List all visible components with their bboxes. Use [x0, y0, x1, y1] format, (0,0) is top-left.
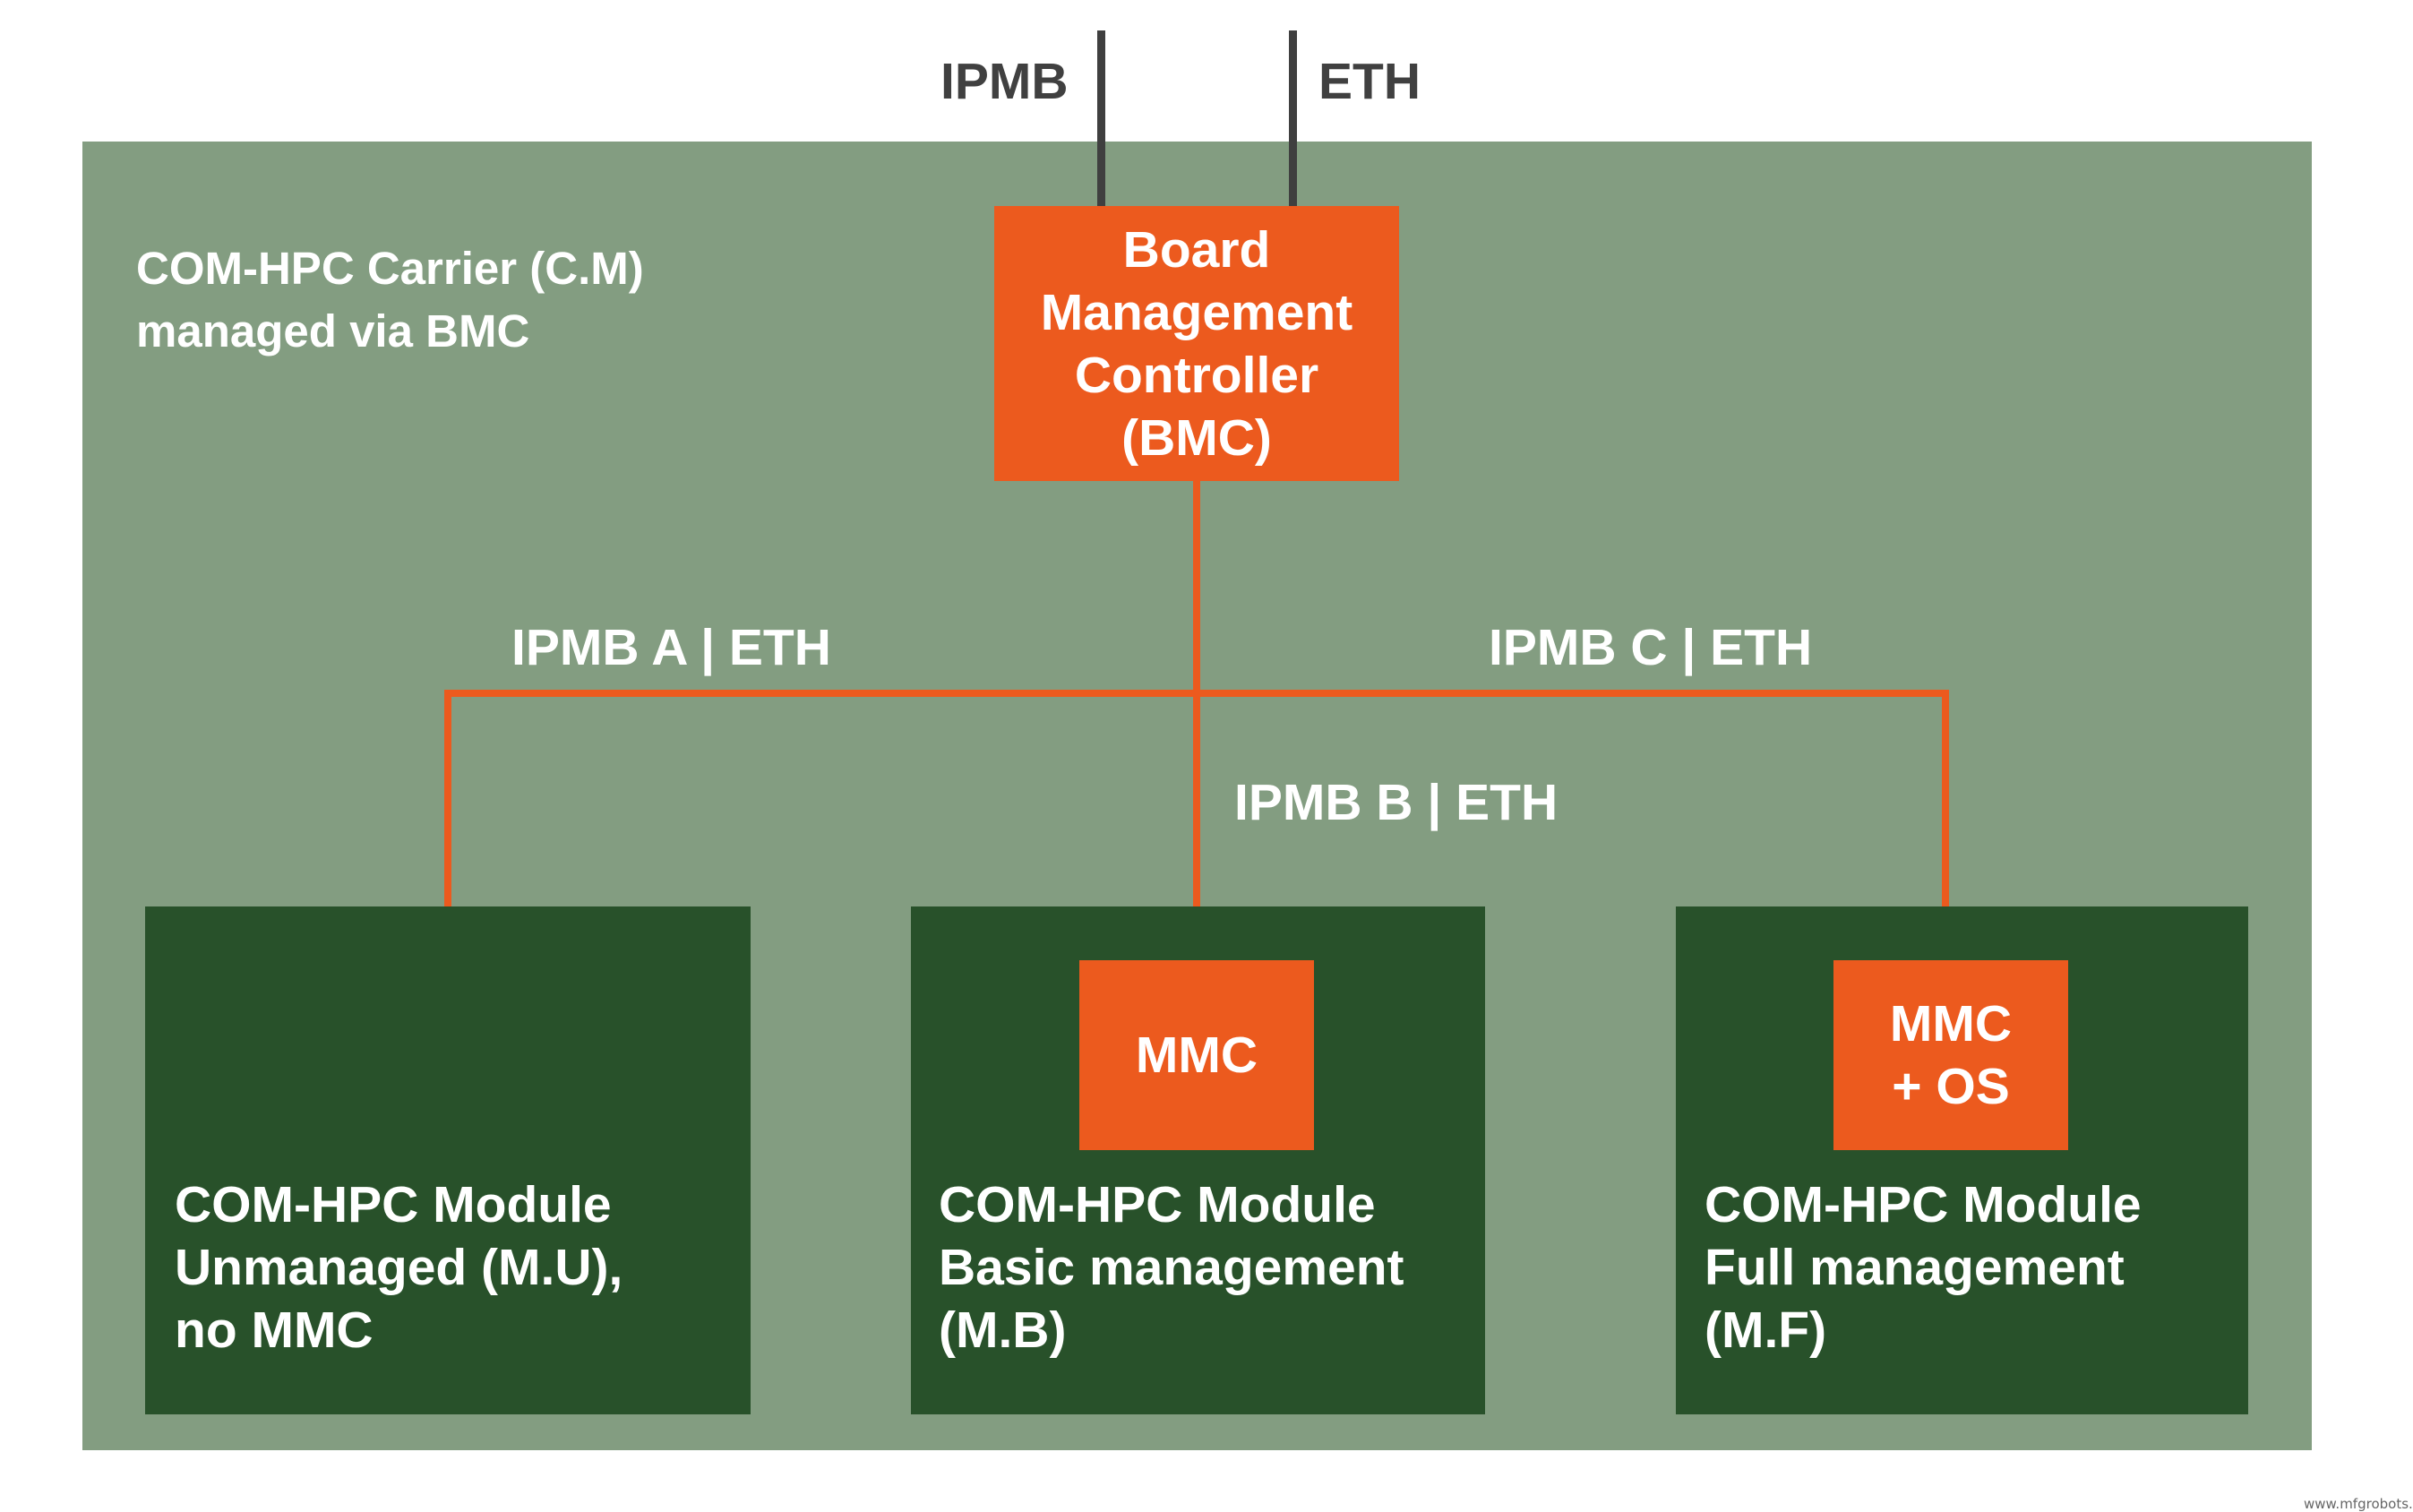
module-basic-line3: (M.B)	[939, 1302, 1067, 1359]
carrier-label-line1: COM-HPC Carrier (C.M)	[136, 243, 644, 294]
module-unmanaged	[145, 906, 751, 1414]
mmc-chip-basic: MMC	[1079, 960, 1314, 1150]
module-full-label: COM-HPC Module Full management (M.F)	[1705, 1173, 2142, 1362]
bus-c-label: IPMB C | ETH	[1489, 619, 1813, 676]
bus-a-label: IPMB A | ETH	[511, 619, 831, 676]
module-full-line3: (M.F)	[1705, 1302, 1827, 1359]
bmc-label-line2: Management	[1040, 283, 1353, 341]
watermark: www.mfgrobots.com	[2304, 1496, 2413, 1512]
module-unmanaged-line1: COM-HPC Module	[175, 1176, 612, 1233]
module-unmanaged-line3: no MMC	[175, 1302, 374, 1359]
module-basic-line1: COM-HPC Module	[939, 1176, 1376, 1233]
bmc-label-line3: Controller	[1074, 346, 1319, 404]
ipmb-external-label: IPMB	[940, 53, 1069, 110]
eth-external-line	[1289, 30, 1297, 208]
mmc-chip-full-line1: MMC	[1889, 995, 2013, 1052]
mmc-chip-full-line2: + OS	[1892, 1058, 2010, 1115]
module-unmanaged-line2: Unmanaged (M.U),	[175, 1239, 623, 1296]
ipmb-external-line	[1097, 30, 1105, 208]
bus-horizontal-line	[444, 690, 1949, 697]
bmc-label-line1: Board	[1122, 220, 1271, 279]
carrier-label-line2: managed via BMC	[136, 305, 530, 357]
bmc-label-line4: (BMC)	[1121, 408, 1272, 467]
carrier-label: COM-HPC Carrier (C.M) managed via BMC	[136, 237, 644, 363]
bmc-box: Board Management Controller (BMC)	[994, 206, 1399, 481]
mmc-chip-full: MMC + OS	[1833, 960, 2068, 1150]
bus-a-drop-line	[444, 690, 451, 909]
bus-c-drop-line	[1942, 690, 1949, 962]
eth-external-label: ETH	[1318, 53, 1421, 110]
module-full-line1: COM-HPC Module	[1705, 1176, 2142, 1233]
module-basic-line2: Basic management	[939, 1239, 1404, 1296]
module-unmanaged-label: COM-HPC Module Unmanaged (M.U), no MMC	[175, 1173, 623, 1362]
bus-b-label: IPMB B | ETH	[1234, 774, 1559, 831]
module-basic-label: COM-HPC Module Basic management (M.B)	[939, 1173, 1404, 1362]
module-full-line2: Full management	[1705, 1239, 2125, 1296]
bmc-trunk-line	[1193, 480, 1200, 962]
mmc-chip-basic-label: MMC	[1135, 1027, 1258, 1084]
